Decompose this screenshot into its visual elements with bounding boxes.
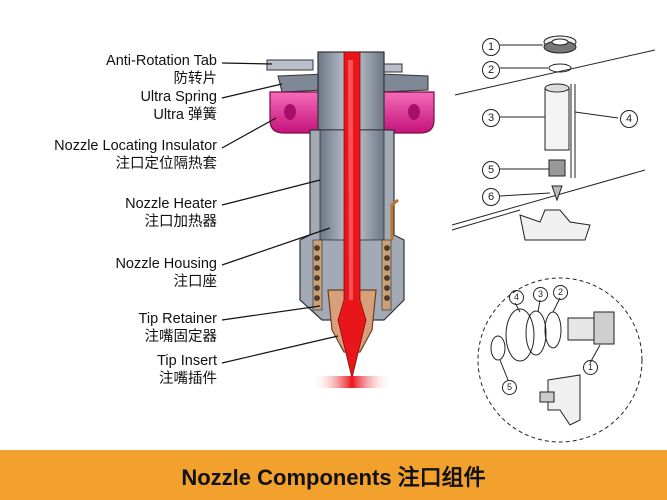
nozzle-diagram bbox=[221, 35, 656, 443]
footer-title: Nozzle Components 注口组件 bbox=[181, 465, 486, 490]
label-zh: 注口座 bbox=[173, 274, 218, 290]
label-ultra-spring: Ultra Spring Ultra 弹簧 bbox=[140, 88, 217, 124]
anti-rotation-tab bbox=[266, 59, 314, 71]
label-tip-retainer: Tip Retainer 注嘴固定器 bbox=[139, 310, 217, 346]
callout-1: 1 bbox=[482, 38, 500, 56]
callout-2: 2 bbox=[482, 61, 500, 79]
callout-4: 4 bbox=[620, 110, 638, 128]
leader-lines bbox=[221, 62, 339, 364]
label-tip-insert: Tip Insert 注嘴插件 bbox=[157, 352, 217, 388]
callout-bottom-2: 2 bbox=[553, 285, 568, 300]
label-nozzle-heater: Nozzle Heater 注口加热器 bbox=[125, 195, 217, 231]
label-en: Tip Insert bbox=[157, 353, 217, 369]
label-zh: 注嘴插件 bbox=[159, 371, 217, 387]
label-zh: 注嘴固定器 bbox=[144, 329, 218, 345]
exploded-view-top bbox=[451, 35, 656, 241]
label-en: Tip Retainer bbox=[138, 311, 217, 327]
callout-bottom-1: 1 bbox=[583, 360, 598, 375]
label-en: Anti-Rotation Tab bbox=[106, 53, 217, 69]
tip-insert bbox=[312, 376, 392, 388]
label-en: Ultra Spring bbox=[140, 89, 217, 105]
nozzle-heater bbox=[312, 239, 392, 311]
nozzle-cross-section bbox=[266, 51, 435, 388]
label-zh: 防转片 bbox=[173, 71, 218, 87]
label-en: Nozzle Housing bbox=[115, 256, 217, 272]
callout-3: 3 bbox=[482, 109, 500, 127]
label-nozzle-housing: Nozzle Housing 注口座 bbox=[115, 255, 217, 291]
nozzle-locating-insulator bbox=[269, 91, 323, 134]
callout-bottom-3: 3 bbox=[533, 287, 548, 302]
label-en: Nozzle Locating Insulator bbox=[54, 138, 217, 154]
label-zh: 注口加热器 bbox=[144, 214, 218, 230]
exploded-view-bottom bbox=[477, 277, 643, 443]
footer-bar: Nozzle Components 注口组件 bbox=[0, 450, 667, 500]
callout-bottom-5: 5 bbox=[502, 380, 517, 395]
label-zh: 注口定位隔热套 bbox=[115, 156, 218, 172]
label-en: Nozzle Heater bbox=[125, 196, 217, 212]
callout-bottom-4: 4 bbox=[509, 290, 524, 305]
callout-5: 5 bbox=[482, 161, 500, 179]
label-anti-rotation-tab: Anti-Rotation Tab 防转片 bbox=[106, 52, 217, 88]
label-zh: Ultra 弹簧 bbox=[153, 107, 217, 123]
callout-6: 6 bbox=[482, 188, 500, 206]
label-nozzle-locating-insulator: Nozzle Locating Insulator 注口定位隔热套 bbox=[54, 137, 217, 173]
